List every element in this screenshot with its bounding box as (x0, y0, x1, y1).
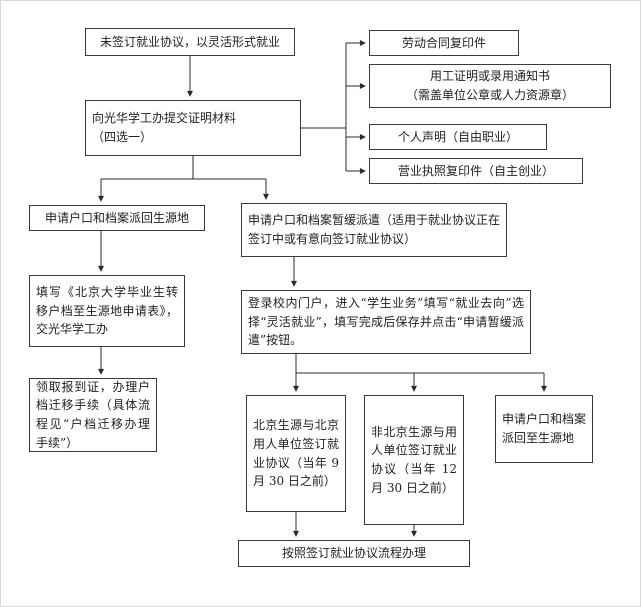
node-text: 用工证明或录用通知书 （需盖单位公章或人力资源章） (405, 69, 574, 102)
node-option-labor-contract: 劳动合同复印件 (369, 30, 519, 56)
node-follow-agreement-process: 按照签订就业协议流程办理 (238, 540, 470, 567)
node-submit-materials: 向光华学工办提交证明材料 （四选一） (85, 100, 301, 156)
node-text: 按照签订就业协议流程办理 (281, 546, 426, 561)
node-non-beijing-origin-agreement: 非北京生源与用人单位签订就业协议（当年 12 月 30 日之前） (364, 395, 464, 525)
node-text: 领取报到证，办理户档迁移手续（具体流程见“户档迁移办理手续”） (36, 379, 150, 450)
node-text: 填写《北京大学毕业生转移户档至生源地申请表》，交光华学工办 (36, 285, 178, 337)
node-flexible-employment-start: 未签订就业协议，以灵活形式就业 (85, 28, 295, 56)
node-portal-apply-defer: 登录校内门户，进入“学生业务”填写“就业去向”选择“灵活就业”，填写完成后保存并… (241, 290, 531, 354)
node-text: 未签订就业协议，以灵活形式就业 (99, 34, 280, 49)
node-text: 营业执照复印件（自主创业） (397, 163, 554, 178)
node-text: 个人声明（自由职业） (397, 129, 518, 144)
node-text: 登录校内门户，进入“学生业务”填写“就业去向”选择“灵活就业”，填写完成后保存并… (248, 296, 524, 348)
node-text: 向光华学工办提交证明材料 （四选一） (92, 111, 237, 144)
node-text: 申请户口和档案派回生源地 (44, 210, 189, 225)
node-apply-defer-dispatch: 申请户口和档案暂缓派遣（适用于就业协议正在签订中或有意向签订就业协议） (241, 203, 507, 257)
node-apply-hukou-return-end: 申请户口和档案派回至生源地 (495, 395, 593, 463)
node-text: 申请户口和档案暂缓派遣（适用于就业协议正在签订中或有意向签订就业协议） (248, 213, 501, 246)
node-option-employment-proof: 用工证明或录用通知书 （需盖单位公章或人力资源章） (369, 64, 611, 108)
node-text: 北京生源与北京用人单位签订就业协议（当年 9 月 30 日之前） (253, 418, 339, 489)
node-apply-hukou-return: 申请户口和档案派回生源地 (29, 205, 205, 231)
node-text: 申请户口和档案派回至生源地 (502, 412, 587, 445)
node-get-registration-cert: 领取报到证，办理户档迁移手续（具体流程见“户档迁移办理手续”） (29, 378, 157, 452)
node-option-personal-statement: 个人声明（自由职业） (369, 124, 547, 150)
node-text: 非北京生源与用人单位签订就业协议（当年 12 月 30 日之前） (371, 424, 457, 495)
node-fill-transfer-form: 填写《北京大学毕业生转移户档至生源地申请表》，交光华学工办 (29, 275, 185, 347)
node-option-business-license: 营业执照复印件（自主创业） (369, 158, 583, 184)
node-beijing-origin-agreement: 北京生源与北京用人单位签订就业协议（当年 9 月 30 日之前） (246, 395, 346, 512)
node-text: 劳动合同复印件 (401, 35, 486, 50)
